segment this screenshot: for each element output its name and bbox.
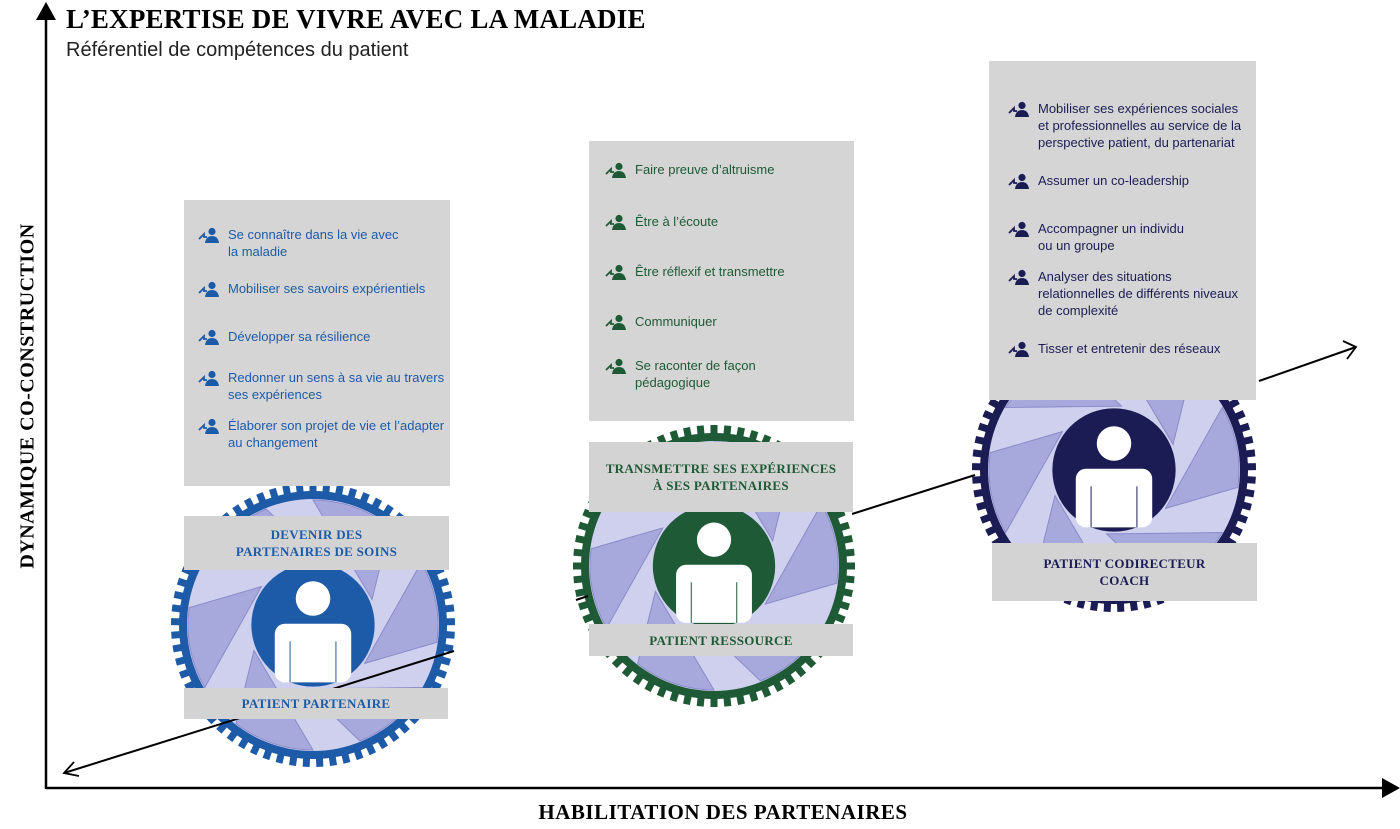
competency-text: Analyser des situations relationnelles d…	[1038, 269, 1238, 318]
person-arrow-icon	[605, 162, 627, 178]
competency-text: Tisser et entretenir des réseaux	[1038, 341, 1221, 356]
stage-3-competency-list: Mobiliser ses expériences sociales et pr…	[1008, 100, 1253, 370]
person-arrow-icon	[1008, 221, 1030, 237]
x-axis	[46, 778, 1400, 798]
person-icon	[251, 563, 375, 687]
person-arrow-icon	[1008, 341, 1030, 357]
competency-item: Mobiliser ses savoirs expérientiels	[198, 280, 425, 297]
competency-text: Accompagner un individu ou un groupe	[1038, 221, 1184, 253]
person-arrow-icon	[198, 329, 220, 345]
y-axis-label: DYNAMIQUE CO-CONSTRUCTION	[16, 223, 39, 569]
person-arrow-icon	[1008, 101, 1030, 117]
stage-2-role-label: PATIENT RESSOURCE	[589, 624, 853, 656]
stage-2-goal-label: TRANSMETTRE SES EXPÉRIENCES À SES PARTEN…	[589, 442, 853, 512]
competency-item: Être à l’écoute	[605, 213, 718, 230]
person-arrow-icon	[1008, 173, 1030, 189]
stage-2-competency-box	[589, 141, 854, 421]
competency-item: Accompagner un individu ou un groupe	[1008, 220, 1184, 254]
stage-1-competency-box	[184, 200, 450, 486]
competency-text: Élaborer son projet de vie et l’adapter …	[228, 418, 445, 450]
person-arrow-icon	[605, 358, 627, 374]
person-arrow-icon	[198, 227, 220, 243]
competency-item: Se raconter de façon pédagogique	[605, 357, 756, 391]
person-arrow-icon	[198, 370, 220, 386]
person-arrow-icon	[198, 281, 220, 297]
person-icon	[652, 504, 776, 628]
stage-2-competency-list: Faire preuve d’altruisme Être à l’écoute…	[605, 161, 850, 401]
stage-1-competency-list: Se connaître dans la vie avec la maladie…	[198, 226, 453, 466]
person-arrow-icon	[605, 314, 627, 330]
competency-item: Se connaître dans la vie avec la maladie	[198, 226, 399, 260]
person-icon	[1052, 408, 1176, 532]
competency-text: Redonner un sens à sa vie au travers ses…	[228, 370, 445, 402]
page-subtitle: Référentiel de compétences du patient	[66, 39, 409, 61]
competency-text: Mobiliser ses expériences sociales et pr…	[1038, 101, 1242, 150]
competency-text: Communiquer	[635, 314, 717, 329]
competency-text: Faire preuve d’altruisme	[635, 162, 775, 177]
competency-item: Développer sa résilience	[198, 328, 370, 345]
stage-3-role-label: PATIENT CODIRECTEUR COACH	[992, 543, 1257, 601]
competency-item: Analyser des situations relationnelles d…	[1008, 268, 1238, 319]
competency-item: Assumer un co-leadership	[1008, 172, 1189, 189]
person-arrow-icon	[605, 214, 627, 230]
competency-item: Être réflexif et transmettre	[605, 263, 785, 280]
y-axis	[36, 2, 56, 789]
competency-text: Mobiliser ses savoirs expérientiels	[228, 281, 426, 296]
stage-1-role-label: PATIENT PARTENAIRE	[184, 688, 448, 719]
page-title: L’EXPERTISE DE VIVRE AVEC LA MALADIE	[66, 4, 646, 34]
competency-text: Se connaître dans la vie avec la maladie	[228, 227, 399, 259]
competency-text: Se raconter de façon pédagogique	[635, 358, 756, 390]
competency-text: Être à l’écoute	[635, 214, 719, 229]
competency-text: Assumer un co-leadership	[1038, 173, 1190, 188]
competency-item: Faire preuve d’altruisme	[605, 161, 774, 178]
person-arrow-icon	[605, 264, 627, 280]
competency-text: Développer sa résilience	[228, 329, 371, 344]
stage-1-goal-label: DEVENIR DES PARTENAIRES DE SOINS	[184, 516, 449, 570]
person-arrow-icon	[198, 418, 220, 434]
stage-3-competency-box	[989, 61, 1256, 400]
competency-item: Communiquer	[605, 313, 717, 330]
person-arrow-icon	[1008, 269, 1030, 285]
competency-item: Redonner un sens à sa vie au travers ses…	[198, 369, 444, 403]
competency-item: Tisser et entretenir des réseaux	[1008, 340, 1220, 357]
competency-text: Être réflexif et transmettre	[635, 264, 785, 279]
competency-item: Élaborer son projet de vie et l’adapter …	[198, 417, 444, 451]
x-axis-label: HABILITATION DES PARTENAIRES	[538, 800, 908, 824]
competency-item: Mobiliser ses expériences sociales et pr…	[1008, 100, 1241, 151]
